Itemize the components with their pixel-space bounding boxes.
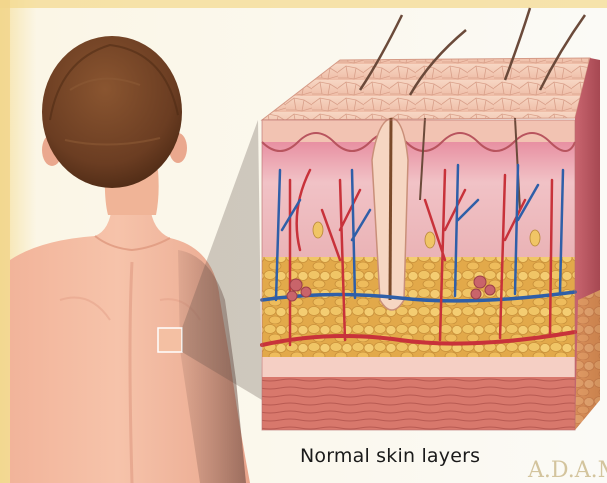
caption-normal-skin-layers: Normal skin layers — [300, 445, 480, 467]
adam-watermark: A.D.A.M. — [528, 458, 607, 483]
